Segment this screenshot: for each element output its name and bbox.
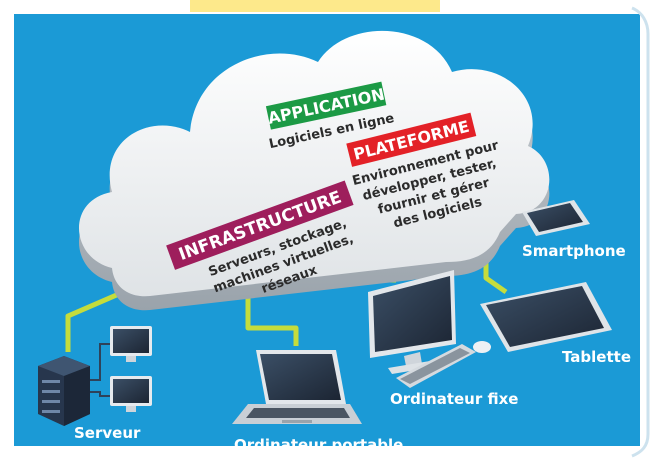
smartphone-icon [522, 200, 590, 236]
server-label: Serveur [74, 424, 141, 442]
tablet-icon [480, 282, 612, 352]
server-monitor-2-icon [110, 376, 152, 412]
server-monitor-1-icon [110, 326, 152, 362]
smartphone-device: Smartphone [522, 200, 626, 260]
server-rack-icon [38, 356, 90, 426]
server-cables [90, 343, 110, 397]
desktop-computer-icon [368, 270, 491, 388]
connector-laptop [245, 298, 299, 346]
laptop-icon [232, 350, 362, 424]
tablet-label: Tablette [562, 348, 631, 366]
platform-ribbon [346, 112, 477, 167]
application-ribbon [265, 81, 387, 130]
laptop-device: Ordinateur portable [232, 350, 403, 454]
top-tab [190, 0, 440, 12]
server-device: Serveur [38, 326, 152, 442]
infrastructure-ribbon [166, 180, 354, 270]
laptop-label: Ordinateur portable [234, 436, 403, 454]
panel-edge-curve [631, 6, 650, 458]
desktop-label: Ordinateur fixe [390, 390, 518, 408]
connector-server [65, 287, 129, 352]
tablet-device: Tablette [480, 282, 631, 366]
smartphone-label: Smartphone [522, 242, 626, 260]
desktop-device: Ordinateur fixe [368, 270, 518, 408]
cloud-body [78, 30, 550, 297]
